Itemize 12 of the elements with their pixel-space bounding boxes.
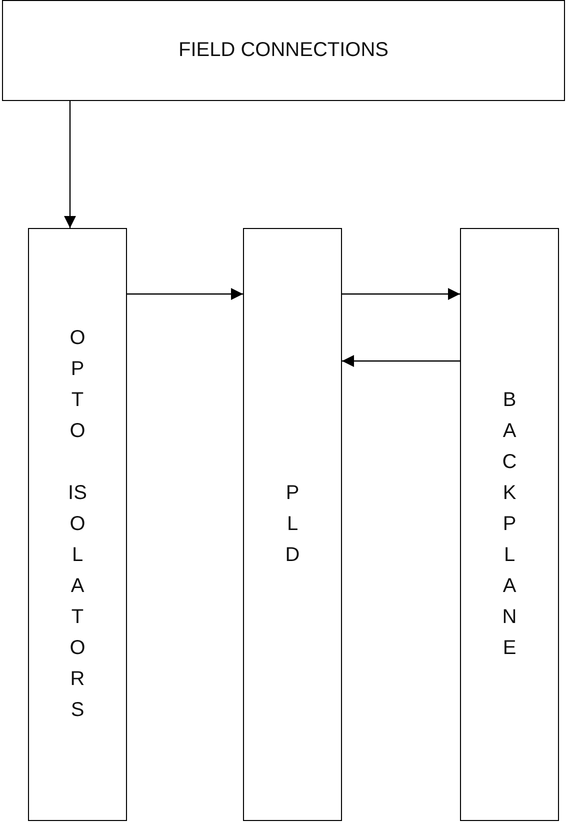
process-box — [243, 228, 342, 821]
process-box — [460, 228, 559, 821]
field-box — [2, 0, 565, 101]
vertical-label: BACKPLANE — [501, 388, 518, 661]
arrow — [64, 101, 76, 228]
arrow — [342, 355, 460, 367]
arrow — [342, 288, 460, 300]
vertical-label: OPTO ISOLATORS — [68, 326, 88, 723]
process-box — [28, 228, 127, 821]
box-label: FIELD CONNECTIONS — [178, 39, 389, 62]
arrow — [127, 288, 243, 300]
vertical-label: PLD — [284, 481, 301, 568]
